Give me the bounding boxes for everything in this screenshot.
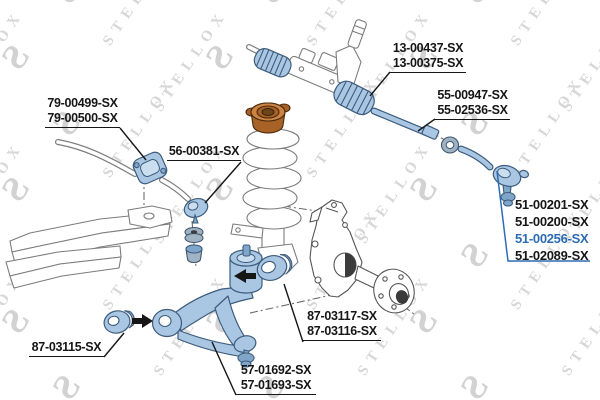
part-number: 57-01692-SX [240, 363, 312, 377]
rack-boot-right [333, 80, 375, 116]
label-rack-boot: 13-00437-SX 13-00375-SX [390, 41, 466, 73]
label-arm-rear-bushing: 87-03117-SX 87-03116-SX [303, 309, 381, 341]
part-number: 55-02536-SX [437, 103, 508, 117]
part-number: 79-00500-SX [47, 111, 118, 125]
label-inner-tie-rod: 55-00947-SX 55-02536-SX [435, 88, 510, 120]
arm-front-bushing-art [103, 310, 135, 334]
control-arm-art [151, 244, 263, 368]
part-number: 79-00499-SX [47, 96, 118, 110]
steering-rack-art [246, 19, 530, 207]
part-number: 51-00201-SX [515, 197, 589, 212]
tie-rod-end-art [457, 145, 530, 207]
label-control-arm: 57-01692-SX 57-01693-SX [236, 363, 316, 395]
highlight-leader-line [496, 170, 590, 262]
inner-tie-rod-end [421, 124, 440, 140]
label-arm-front-bushing: 87-03115-SX [29, 340, 104, 357]
stabilizer-clamp-art [132, 151, 168, 185]
part-number: 13-00437-SX [392, 41, 464, 55]
part-number: 87-03117-SX [307, 309, 377, 323]
arm-rear-bushing-art [256, 253, 293, 281]
arrow-left-icon [234, 269, 256, 283]
part-number: 87-03115-SX [31, 340, 102, 354]
label-tie-rod-end: 51-00201-SX 51-00200-SX 51-00256-SX 51-0… [515, 196, 589, 264]
knuckle-art [309, 199, 363, 298]
subframe-art [5, 205, 173, 289]
part-number: 51-00200-SX [515, 214, 589, 229]
part-number: 57-01693-SX [240, 378, 312, 392]
stabilizer-link-art [183, 197, 209, 264]
label-stabilizer-bushing: 79-00499-SX 79-00500-SX [45, 96, 120, 128]
lock-washer [440, 136, 460, 154]
part-number: 55-00947-SX [437, 88, 508, 102]
part-number: 51-02089-SX [515, 248, 589, 263]
part-number: 56-00381-SX [168, 144, 240, 158]
part-number: 87-03116-SX [307, 324, 377, 338]
label-stabilizer-link: 56-00381-SX [167, 144, 241, 161]
leader-lines [103, 71, 590, 396]
part-number-highlighted: 51-00256-SX [515, 231, 589, 246]
arrow-right-icon [132, 314, 153, 328]
part-number: 13-00375-SX [392, 56, 464, 70]
strut-top-mount-art [245, 102, 291, 134]
hub-art [354, 265, 415, 314]
rack-boot-left [253, 48, 292, 78]
stabilizer-bar-art [55, 139, 191, 202]
